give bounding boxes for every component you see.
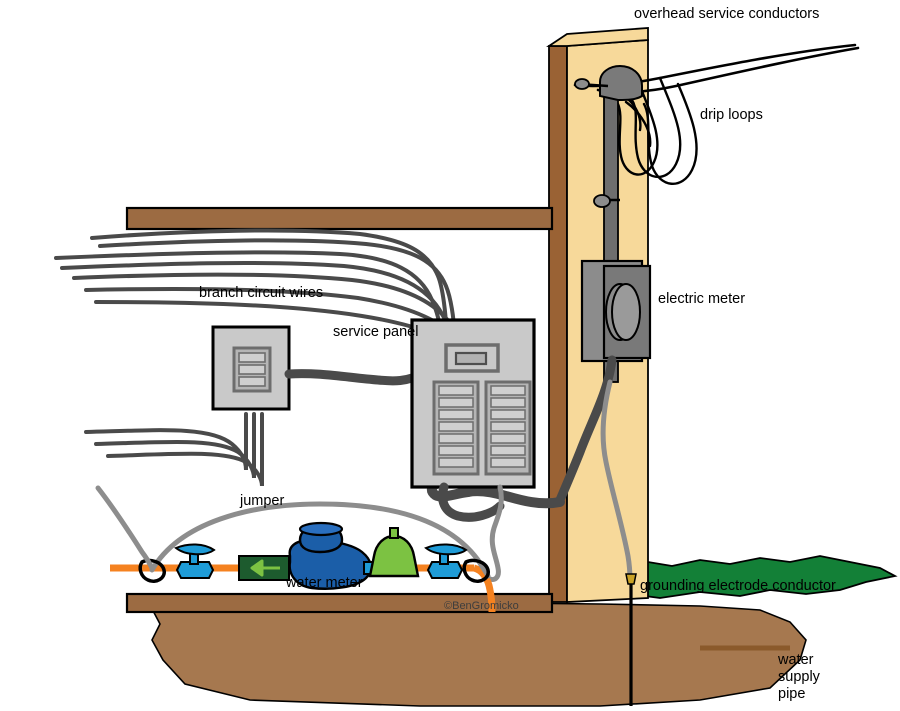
pressure-reducing-valve (368, 527, 420, 578)
breaker-column-left (432, 380, 480, 476)
label-service-panel: service panel (333, 324, 418, 340)
label-branch-circuit-wires: branch circuit wires (199, 285, 323, 301)
label-water-supply-pipe-line2: supply (778, 669, 821, 685)
ground-rod (625, 573, 637, 706)
bonding-jumper (149, 501, 491, 579)
backflow-preventer (238, 555, 290, 581)
panel-bottom-conduit (438, 482, 505, 522)
bonding-conductor-panel-to-pipe (485, 484, 504, 583)
label-drip-loops: drip loops (700, 107, 763, 123)
label-electric-meter: electric meter (658, 291, 745, 307)
service-panel (410, 318, 536, 489)
label-water-supply-pipe-line3: pipe (778, 686, 805, 702)
grounding-electrode-conductor (600, 379, 633, 583)
label-water-meter: water meter (285, 575, 363, 591)
label-grounding-electrode-conductor: grounding electrode conductor (640, 578, 836, 594)
shutoff-valve-left (174, 543, 216, 579)
grass-lawn (598, 555, 898, 600)
sub-panel-breakers (238, 352, 266, 387)
water-meter (288, 521, 375, 590)
drip-loops (616, 76, 698, 185)
mast-insulator-bracket (574, 78, 609, 90)
breaker-column-right (484, 380, 532, 476)
main-breaker (444, 343, 500, 373)
shutoff-valve-right (424, 543, 468, 579)
sub-panel (211, 325, 291, 411)
ceiling-joist (125, 206, 554, 231)
service-entrance-cable (555, 355, 617, 505)
floor-slab (125, 592, 554, 614)
subpanel-feeder-cable (284, 369, 417, 386)
conduit-strap (593, 194, 620, 208)
jumper-clamp-right (462, 558, 490, 583)
label-water-supply-pipe-line1: water (777, 652, 814, 668)
label-jumper: jumper (239, 493, 284, 509)
electric-meter (580, 259, 652, 363)
soil-mass (148, 601, 807, 707)
jumper-clamp-left (138, 558, 166, 583)
branch-circuit-wires-lower (84, 412, 264, 487)
left-ground-wire (95, 485, 155, 571)
label-overhead-service-conductors: overhead service conductors (634, 6, 819, 22)
copyright-credit: ©BenGromicko (444, 600, 519, 612)
